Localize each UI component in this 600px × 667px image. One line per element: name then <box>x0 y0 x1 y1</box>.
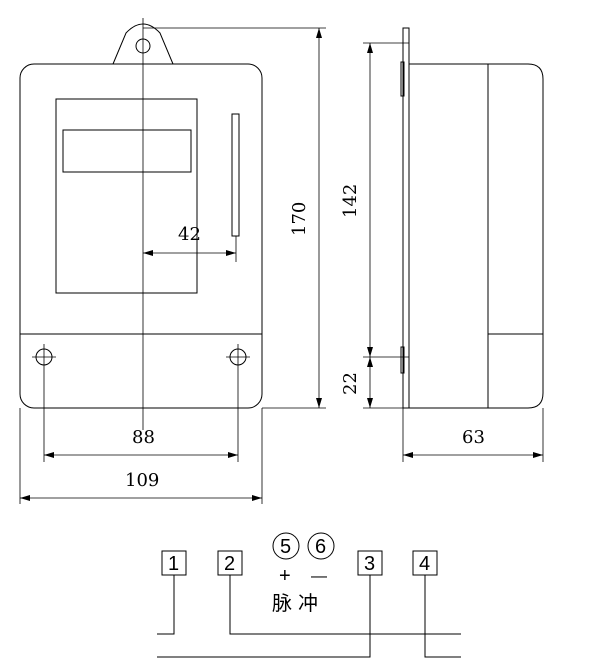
wire-terminal-2 <box>229 575 461 635</box>
terminal-2: 2 <box>217 550 243 576</box>
dim-142-label: 142 <box>340 184 361 218</box>
lcd-window <box>62 129 192 173</box>
dim-terminal-height: 22 <box>340 357 403 409</box>
pulse-terminal-5-label: 5 <box>280 536 291 558</box>
meter-body <box>19 63 263 409</box>
dim-body-height: 142 <box>340 42 409 358</box>
terminal-3: 3 <box>357 550 383 576</box>
dim-42-label: 42 <box>178 224 201 245</box>
wiring-diagram: 1 2 3 4 5 6 + — 脉冲 <box>157 532 461 658</box>
dim-109-label: 109 <box>125 470 159 491</box>
wire-terminal-4 <box>424 575 461 658</box>
dim-63-label: 63 <box>462 427 485 448</box>
pulse-terminal-5: 5 <box>272 532 300 560</box>
wire-terminal-1 <box>157 575 175 635</box>
mount-hole-right <box>226 344 250 370</box>
mounting-plate <box>402 27 410 409</box>
dim-mount-width: 88 <box>43 370 239 462</box>
wire-terminal-3 <box>157 575 371 658</box>
terminal-2-label: 2 <box>224 553 235 575</box>
dim-total-width: 109 <box>19 408 263 504</box>
side-slot <box>231 113 240 237</box>
mount-hole-left <box>32 344 56 370</box>
pulse-terminal-6-label: 6 <box>315 536 326 558</box>
dim-88-label: 88 <box>132 427 155 448</box>
plate-clip-top <box>400 61 405 97</box>
dim-170-label: 170 <box>289 202 310 236</box>
terminal-4: 4 <box>412 550 438 576</box>
pulse-minus-sign: — <box>311 568 327 585</box>
terminal-4-label: 4 <box>419 553 430 575</box>
side-view: 142 22 63 <box>340 27 544 462</box>
terminal-3-label: 3 <box>364 553 375 575</box>
terminal-1: 1 <box>161 550 187 576</box>
dim-total-height: 170 <box>143 27 326 409</box>
dim-depth: 63 <box>402 408 544 462</box>
side-body <box>409 63 544 409</box>
pulse-label: 脉冲 <box>272 591 324 615</box>
pulse-terminal-6: 6 <box>307 532 335 560</box>
front-view: 42 88 109 170 <box>19 18 326 504</box>
plate-clip-bottom <box>400 346 405 374</box>
dim-display-width: 42 <box>143 224 237 262</box>
dim-22-label: 22 <box>340 372 361 395</box>
terminal-1-label: 1 <box>168 553 179 575</box>
pulse-plus-sign: + <box>279 565 291 587</box>
display-panel <box>55 98 198 294</box>
